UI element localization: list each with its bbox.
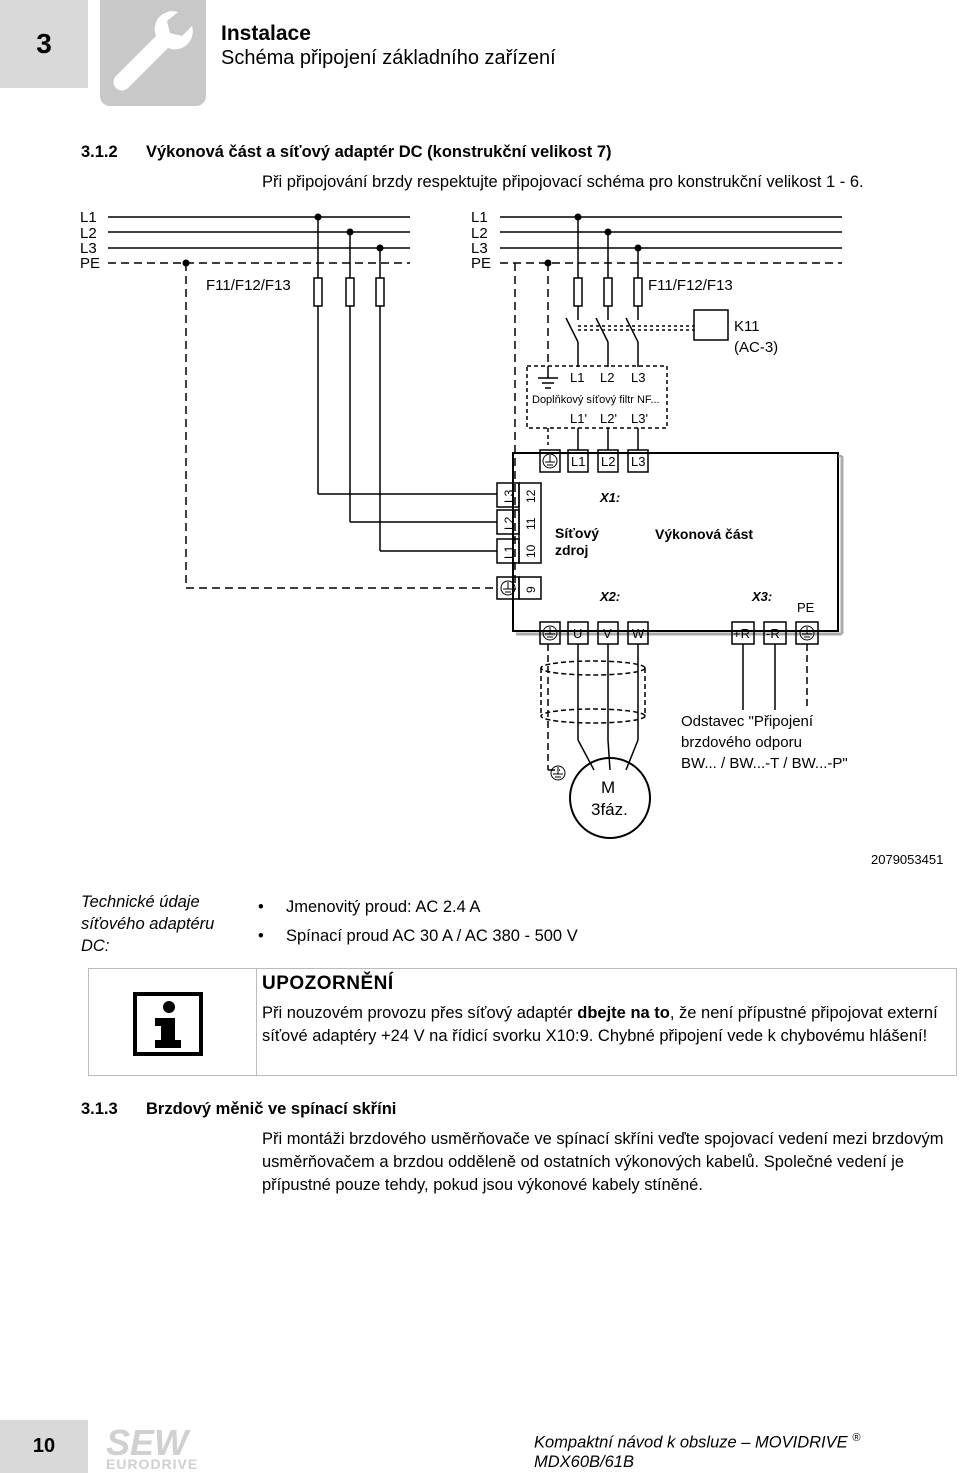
svg-text:SEW: SEW xyxy=(106,1423,191,1463)
filter-out-l3: L3' xyxy=(631,411,648,426)
figure-id: 2079053451 xyxy=(871,852,943,867)
mains-right-l3: L3 xyxy=(471,240,488,257)
contactor-label: K11 xyxy=(734,318,760,335)
brake-note-3: BW... / BW...-T / BW...-P" xyxy=(681,755,848,772)
filter-out-l2: L2' xyxy=(600,411,617,426)
brake-note-1: Odstavec "Připojení xyxy=(681,713,814,730)
section-text-313: Při montáži brzdového usměrňovače ve spí… xyxy=(262,1130,944,1194)
filter-out-l1: L1' xyxy=(570,411,587,426)
chapter-title: Instalace xyxy=(221,22,311,45)
tech-item-rated-current: Jmenovitý proud: AC 2.4 A xyxy=(258,893,578,922)
section-number-313: 3.1.3 xyxy=(81,1100,118,1118)
x2-label: X2: xyxy=(599,589,620,604)
notice-text-part2: , že není přípustné připojovat externí s… xyxy=(262,1004,938,1045)
filter-label: Doplňkový síťový filtr NF... xyxy=(532,394,660,406)
tech-data-list: Jmenovitý proud: AC 2.4 A Spínací proud … xyxy=(258,893,578,951)
section-title: Výkonová část a síťový adaptér DC (konst… xyxy=(146,143,612,161)
brake-terminal-minus: -R xyxy=(766,626,780,641)
brake-note-2: brzdového odporu xyxy=(681,734,802,751)
tech-data-label: Technické údaje síťového adaptéru DC: xyxy=(81,893,215,955)
motor-phase: 3fáz. xyxy=(591,800,628,819)
supply-terminal-l1: L1 xyxy=(502,545,516,559)
chapter-subtitle: Schéma připojení základního zařízení xyxy=(221,47,556,69)
power-in-l2: L2 xyxy=(601,454,615,469)
supply-number-12: 12 xyxy=(524,489,538,503)
registered-mark: ® xyxy=(852,1432,861,1444)
supply-number-9: 9 xyxy=(524,586,538,593)
section-title-313: Brzdový měnič ve spínací skříni xyxy=(146,1100,397,1118)
output-u: U xyxy=(573,626,582,641)
tech-item-switching-current: Spínací proud AC 30 A / AC 380 - 500 V xyxy=(258,922,578,951)
chapter-number: 3 xyxy=(36,28,52,59)
output-v: V xyxy=(603,626,612,641)
motor-label: M xyxy=(601,778,615,797)
filter-in-l1: L1 xyxy=(570,370,584,385)
supply-terminal-l3: L3 xyxy=(502,489,516,503)
filter-in-l3: L3 xyxy=(631,370,645,385)
wrench-icon xyxy=(100,0,206,106)
mains-left-l1: L1 xyxy=(80,209,97,226)
power-in-l1: L1 xyxy=(571,454,585,469)
x1-label: X1: xyxy=(599,490,620,505)
power-in-l3: L3 xyxy=(631,454,645,469)
x3-label: X3: xyxy=(751,589,772,604)
section-intro: Při připojování brzdy respektujte připoj… xyxy=(262,173,864,191)
document-title: Kompaktní návod k obsluze – MOVIDRIVE ® … xyxy=(534,1432,960,1472)
supply-terminal-l2: L2 xyxy=(502,516,516,530)
doc-title-main: Kompaktní návod k obsluze – MOVIDRIVE xyxy=(534,1433,848,1452)
mains-right-l1: L1 xyxy=(471,209,488,226)
notice-text: Při nouzovém provozu přes síťový adaptér… xyxy=(262,1002,952,1048)
brake-terminal-plus: +R xyxy=(733,626,750,641)
mains-left-pe: PE xyxy=(80,255,100,272)
notice-text-part1: Při nouzovém provozu přes síťový adaptér xyxy=(262,1004,578,1022)
notice-box xyxy=(88,968,957,1076)
mains-left-l3: L3 xyxy=(80,240,97,257)
pe-label: PE xyxy=(797,600,815,615)
notice-title: UPOZORNĚNÍ xyxy=(262,973,394,994)
section-number: 3.1.2 xyxy=(81,143,118,161)
fuse-label-left: F11/F12/F13 xyxy=(206,277,291,294)
svg-text:EURODRIVE: EURODRIVE xyxy=(106,1456,198,1471)
contactor-rating: (AC-3) xyxy=(734,339,778,356)
doc-title-model: MDX60B/61B xyxy=(534,1452,634,1471)
filter-in-l2: L2 xyxy=(600,370,614,385)
notice-text-bold: dbejte na to xyxy=(577,1004,670,1022)
notice-divider xyxy=(256,968,257,1076)
info-icon xyxy=(133,992,203,1056)
mains-left-l2: L2 xyxy=(80,225,97,242)
supply-label-1: Síťový xyxy=(555,525,599,541)
power-section-label: Výkonová část xyxy=(655,526,753,542)
mains-right-pe: PE xyxy=(471,255,491,272)
chapter-tab xyxy=(0,0,88,88)
supply-number-10: 10 xyxy=(524,544,538,558)
supply-label-2: zdroj xyxy=(555,542,588,558)
fuse-label-right: F11/F12/F13 xyxy=(648,277,733,294)
supply-number-11: 11 xyxy=(524,517,538,530)
wiring-diagram: L1 L2 L3 PE L1 L2 L3 PE F11/F12/F13 F11/… xyxy=(80,209,943,867)
page-number: 10 xyxy=(0,1420,88,1473)
mains-right-l2: L2 xyxy=(471,225,488,242)
output-w: W xyxy=(632,626,645,641)
sew-eurodrive-logo: SEW EURODRIVE xyxy=(106,1423,198,1471)
